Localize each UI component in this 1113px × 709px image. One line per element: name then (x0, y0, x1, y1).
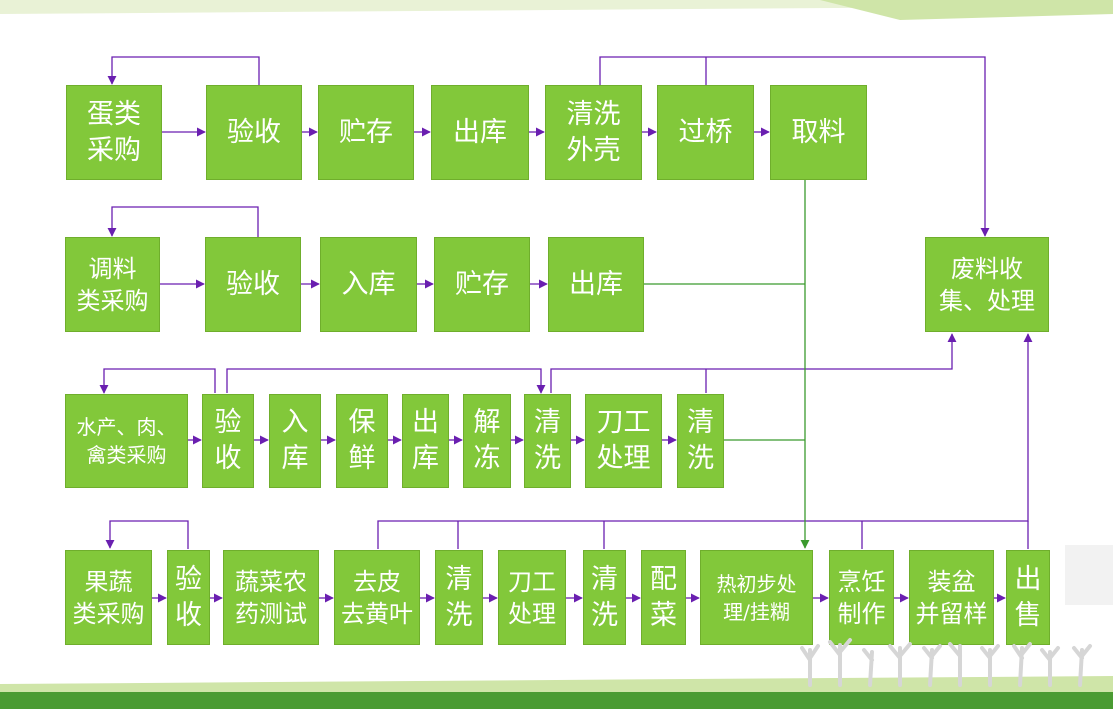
seasoning-outbound-box: 出库 (548, 237, 644, 332)
egg-inspection-box: 验收 (206, 85, 302, 180)
meat-preservation-box: 保 鲜 (336, 394, 388, 488)
egg-outbound-box: 出库 (431, 85, 529, 180)
produce-inspection-box: 验 收 (167, 550, 210, 645)
egg-shell-wash-box: 清洗 外壳 (545, 85, 642, 180)
egg-bridge-box: 过桥 (657, 85, 754, 180)
cooking-box: 烹饪 制作 (829, 550, 894, 645)
meat-warehousing-box: 入 库 (269, 394, 321, 488)
sale-box: 出 售 (1006, 550, 1050, 645)
plating-sampling-box: 装盆 并留样 (909, 550, 994, 645)
egg-storage-box: 贮存 (318, 85, 414, 180)
produce-knife-work-box: 刀工 处理 (498, 550, 566, 645)
seasoning-warehousing-box: 入库 (320, 237, 417, 332)
meat-rewash-box: 清 洗 (677, 394, 724, 488)
meat-purchase-box: 水产、肉、 禽类采购 (65, 394, 188, 488)
seasoning-inspection-box: 验收 (205, 237, 301, 332)
egg-purchase-box: 蛋类 采购 (66, 85, 162, 180)
produce-rewash-box: 清 洗 (583, 550, 626, 645)
meat-inspection-box: 验 收 (202, 394, 254, 488)
pesticide-test-box: 蔬菜农 药测试 (223, 550, 319, 645)
dish-assembly-box: 配 菜 (641, 550, 686, 645)
meat-knife-work-box: 刀工 处理 (585, 394, 662, 488)
decorative-plants (800, 638, 1092, 687)
seasoning-purchase-box: 调料 类采购 (65, 237, 160, 332)
heat-pre-processing-box: 热初步处 理/挂糊 (700, 550, 813, 645)
peel-trim-box: 去皮 去黄叶 (334, 550, 420, 645)
meat-thaw-box: 解 冻 (463, 394, 511, 488)
meat-outbound-box: 出 库 (402, 394, 449, 488)
waste-processing-box: 废料收 集、处理 (925, 237, 1049, 332)
produce-purchase-box: 果蔬 类采购 (65, 550, 152, 645)
meat-wash-box: 清 洗 (524, 394, 571, 488)
egg-take-material-box: 取料 (770, 85, 867, 180)
produce-wash-box: 清 洗 (435, 550, 483, 645)
seasoning-storage-box: 贮存 (434, 237, 530, 332)
